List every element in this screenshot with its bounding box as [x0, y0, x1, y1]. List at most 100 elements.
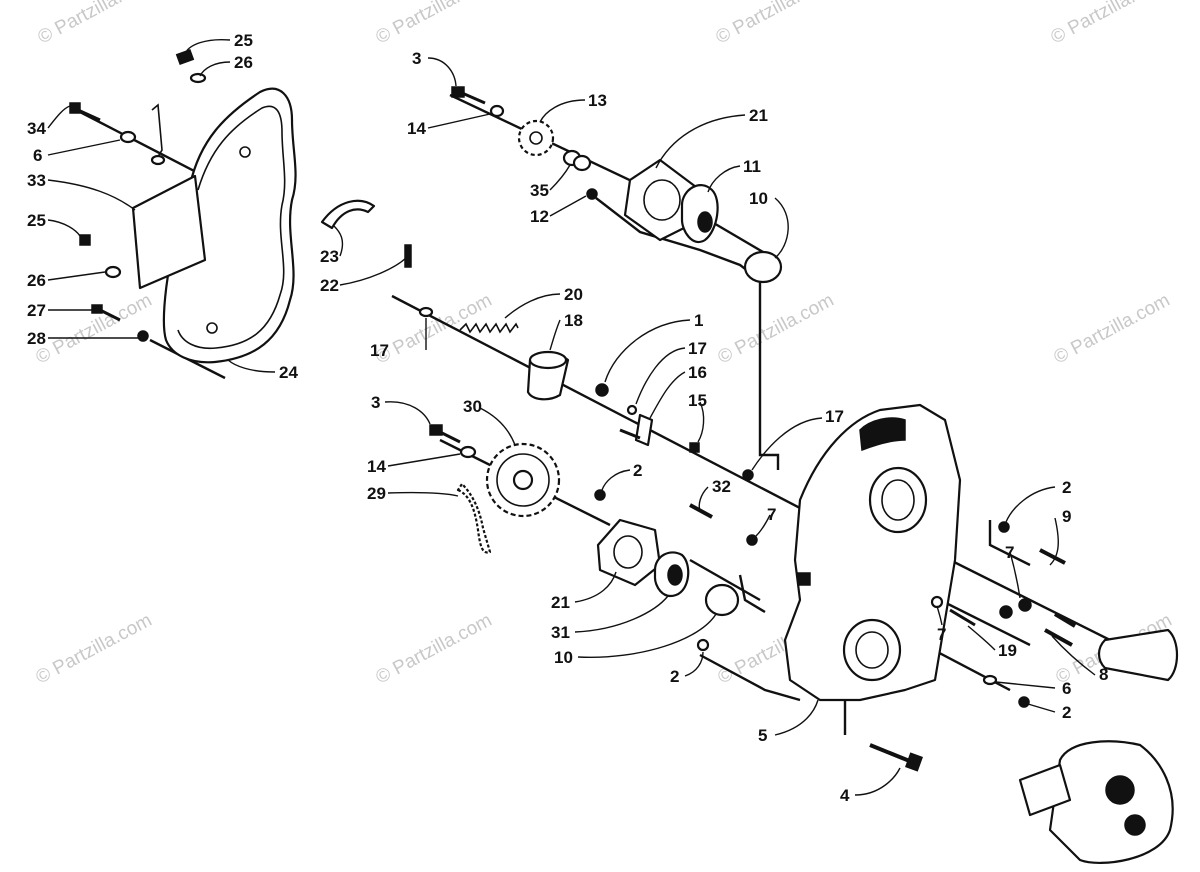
callout-25: 25: [27, 211, 46, 230]
leader-line: [1005, 486, 1056, 523]
leader-line: [47, 271, 106, 281]
upper-bearing-assembly: [623, 158, 783, 284]
callout-33: 33: [27, 171, 46, 190]
callout-11: 11: [743, 157, 761, 176]
upper-bore: [868, 466, 928, 534]
washer-7: [746, 534, 758, 546]
sprocket-ring: [496, 453, 550, 507]
callout-17: 17: [688, 339, 707, 358]
chain-29: [456, 482, 492, 554]
nut-2: [594, 489, 606, 501]
assembly-axis-lines: [79, 93, 1111, 735]
bolt-8: [1053, 612, 1077, 628]
callout-10: 10: [749, 189, 768, 208]
leader-line: [387, 491, 459, 497]
leader-line: [574, 571, 617, 603]
lower-bore-inner: [855, 631, 889, 669]
housing-lug: [797, 572, 811, 586]
callout-1: 1: [694, 311, 703, 330]
clip-16: [634, 413, 654, 447]
watermark-text: © Partzilla.com: [1050, 290, 1173, 369]
bolt-4-shank: [869, 743, 913, 764]
leader-line: [1009, 551, 1021, 599]
washer: [150, 154, 166, 166]
callout-6: 6: [1062, 679, 1071, 698]
small-hardware-center: [595, 383, 754, 481]
callout-14: 14: [367, 457, 386, 476]
bolt-9: [1039, 548, 1066, 565]
leader-line: [854, 767, 901, 796]
callout-24: 24: [279, 363, 298, 382]
bolt-and-washer-left: [69, 102, 166, 166]
pin-22: [404, 244, 412, 268]
bolt-19: [949, 608, 976, 627]
ring-10: [743, 250, 783, 284]
screw-27-shank: [99, 308, 121, 322]
washer-14: [459, 445, 477, 459]
leader-line: [574, 595, 669, 633]
leader-line: [1051, 635, 1096, 676]
bolt-8: [1044, 628, 1073, 647]
bolt-3-head: [451, 86, 465, 98]
callout-19: 19: [998, 641, 1017, 660]
cover-hole: [239, 146, 251, 158]
ring-10: [704, 583, 740, 617]
housing-boss: [859, 417, 906, 452]
bearing-flange-21: [596, 518, 662, 587]
axis-line: [699, 653, 801, 702]
leader-line: [387, 453, 461, 467]
spring-20: [459, 322, 519, 334]
sprocket-hub: [529, 131, 543, 145]
lower-bearing-assembly: [594, 489, 740, 652]
washer-26: [189, 72, 207, 84]
upper-sprocket-assembly: [451, 86, 598, 200]
callout-26: 26: [234, 53, 253, 72]
watermark-text: © Partzilla.com: [712, 0, 835, 48]
nut-2: [998, 521, 1010, 533]
callout-8: 8: [1099, 665, 1108, 684]
nut-1: [595, 383, 609, 397]
leader-line: [227, 359, 276, 373]
leader-line: [427, 57, 457, 87]
leader-line: [751, 417, 823, 471]
axis-line: [929, 646, 1011, 692]
upper-bore-inner: [881, 479, 915, 521]
callout-13: 13: [588, 91, 607, 110]
callout-27: 27: [27, 301, 46, 320]
leader-line: [185, 38, 231, 53]
callout-7: 7: [1005, 543, 1014, 562]
bearing-inner: [667, 564, 683, 586]
axis-line: [988, 520, 1031, 567]
leader-line: [774, 699, 819, 736]
callout-18: 18: [564, 311, 583, 330]
callout-17: 17: [370, 341, 389, 360]
callout-31: 31: [551, 623, 570, 642]
callout-2: 2: [633, 461, 642, 480]
stud-and-washer: [689, 503, 758, 546]
fastener-25: [175, 48, 195, 66]
leader-line: [549, 195, 587, 217]
callout-9: 9: [1062, 507, 1071, 526]
bolt-34-shank: [77, 108, 101, 122]
leader-line: [995, 681, 1056, 689]
callout-15: 15: [688, 391, 707, 410]
bearing-11: [680, 184, 719, 243]
leader-line: [549, 164, 571, 191]
washer-17: [418, 306, 434, 318]
washer-6: [119, 130, 137, 144]
watermark-text: © Partzilla.com: [372, 0, 495, 48]
callout-14: 14: [407, 119, 426, 138]
bolt-34-head: [69, 102, 81, 114]
nut-12: [586, 188, 598, 200]
drive-sprocket-assembly: [1048, 740, 1174, 864]
washer-35: [572, 154, 592, 172]
pin: [619, 428, 641, 440]
tensioner-shoe-23: [320, 199, 376, 230]
callout-2: 2: [1062, 703, 1071, 722]
tensioner-body-18: [526, 350, 570, 401]
bolt-3-head: [429, 424, 443, 436]
tensioner-top: [528, 350, 568, 370]
callout-numbers: 25 26 34 6 33 25 26 27 28 24 23 22 3 14 …: [27, 31, 1108, 805]
flange-bore: [643, 179, 681, 221]
nut-25: [79, 234, 91, 246]
